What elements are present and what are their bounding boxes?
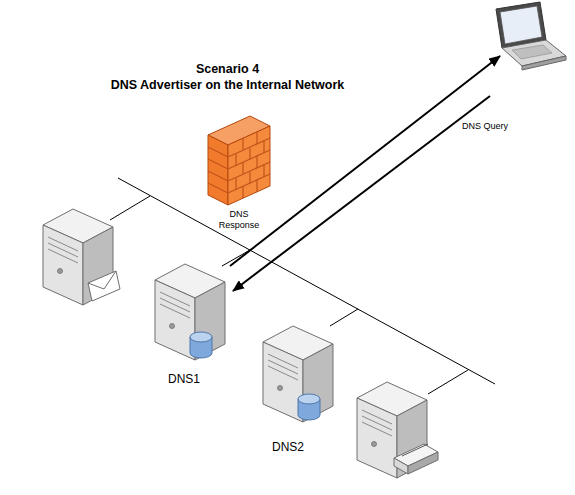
server-label: DNS2 [258, 440, 318, 454]
network-drop [222, 250, 250, 266]
print-server [357, 382, 438, 478]
dns-server: DNS2 [258, 322, 338, 424]
network-drop [330, 309, 358, 326]
diagram-subtitle: DNS Advertiser on the Internal Network [100, 78, 355, 93]
diagram-title: Scenario 4 [100, 62, 355, 77]
server-label: DNS1 [154, 372, 214, 386]
laptop [496, 2, 566, 70]
flow-label: DNS Response [214, 209, 264, 231]
network-drop [110, 196, 150, 220]
flow-label: DNS Query [462, 121, 532, 132]
server-shape [150, 260, 230, 362]
dns-server: DNS1 [150, 260, 230, 362]
query-arrow [233, 96, 490, 291]
mail-server [43, 209, 120, 305]
firewall [208, 116, 270, 205]
network-drop [428, 370, 468, 394]
server-shape [258, 322, 338, 424]
